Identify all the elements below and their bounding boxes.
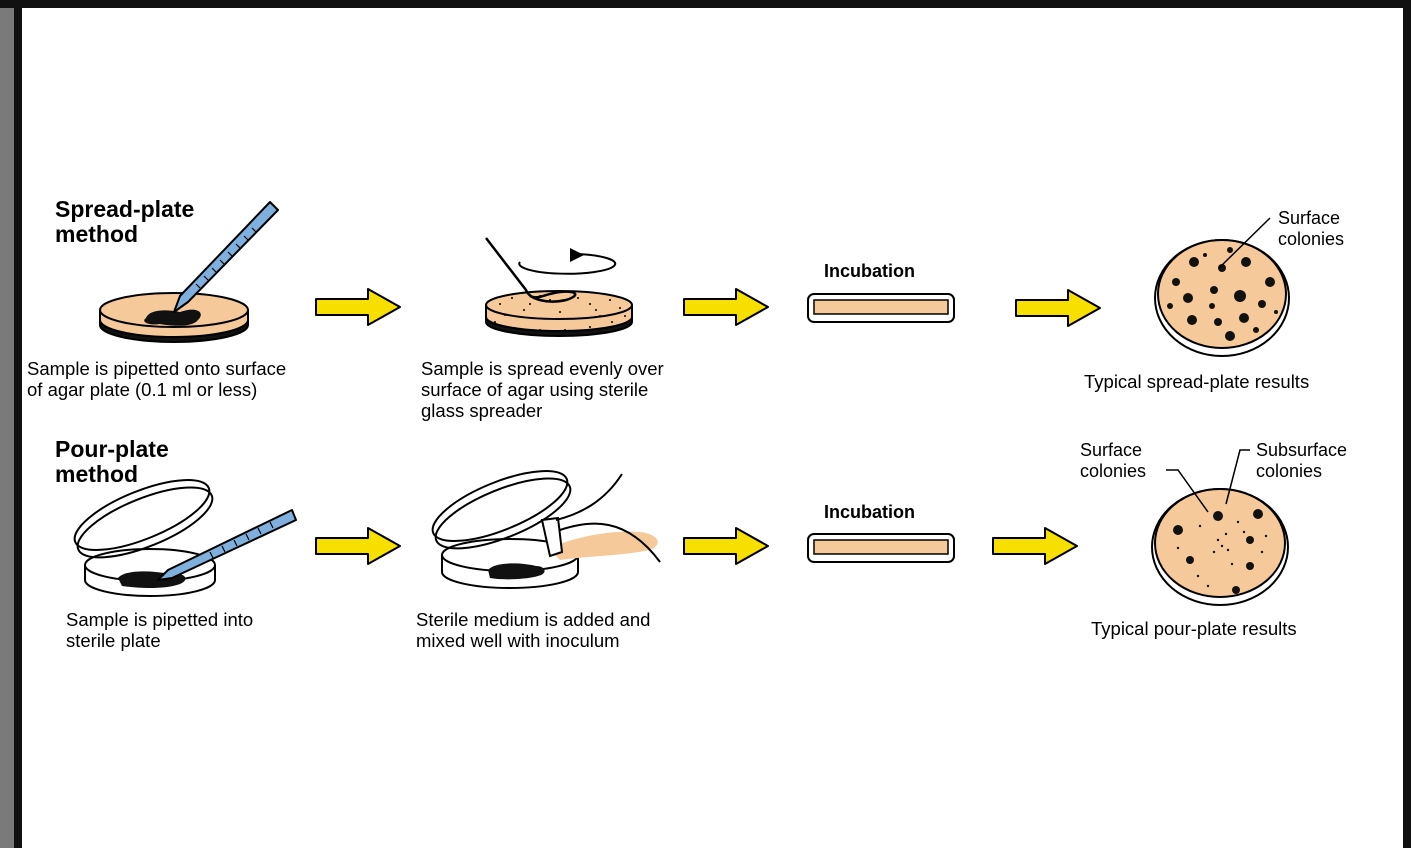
spread-method-title-line1: Spread-plate bbox=[55, 196, 195, 222]
pour-step1-caption-line2: sterile plate bbox=[66, 630, 161, 651]
pipette-icon bbox=[173, 201, 279, 313]
spread-step2-caption-line2: surface of agar using sterile bbox=[421, 379, 649, 400]
pipette-icon bbox=[157, 509, 297, 581]
spread-step2-caption-line1: Sample is spread evenly over bbox=[421, 358, 664, 379]
spread-surface-colonies-label-line2: colonies bbox=[1278, 229, 1345, 249]
arrow-right-icon bbox=[1015, 289, 1101, 327]
arrow-right-icon bbox=[315, 527, 401, 565]
arrow-right-icon bbox=[992, 527, 1078, 565]
spread-method-title-line2: method bbox=[55, 221, 139, 247]
spread-step1-plate bbox=[99, 292, 249, 343]
rotation-arrow-icon bbox=[518, 248, 617, 275]
spread-step2-caption-line3: glass spreader bbox=[421, 400, 543, 421]
incubation-plate-pour bbox=[807, 533, 955, 563]
arrow-right-icon bbox=[683, 288, 769, 326]
spread-surface-colonies-label-line1: Surface bbox=[1278, 208, 1341, 228]
spreader-icon bbox=[485, 237, 577, 303]
spread-step1-caption-line2: of agar plate (0.1 ml or less) bbox=[27, 379, 258, 400]
spread-incubation-label: Incubation bbox=[824, 261, 915, 281]
petri-dish-icon bbox=[1154, 217, 1290, 357]
arrow-right-icon bbox=[315, 288, 401, 326]
pour-step2-plate bbox=[431, 470, 661, 589]
pour-incubation-label: Incubation bbox=[824, 502, 915, 522]
pour-method-title-line2: method bbox=[55, 461, 139, 487]
pour-subsurface-colonies-label-line2: colonies bbox=[1256, 461, 1323, 481]
pour-result-caption: Typical pour-plate results bbox=[1091, 618, 1297, 639]
pour-step2-caption-line2: mixed well with inoculum bbox=[416, 630, 620, 651]
pour-subsurface-colonies-label-line1: Subsurface bbox=[1256, 440, 1348, 460]
pour-step1-caption-line1: Sample is pipetted into bbox=[66, 609, 254, 630]
incubation-plate-spread bbox=[807, 293, 955, 323]
spread-step1-caption-line1: Sample is pipetted onto surface bbox=[27, 358, 287, 379]
pour-method-title-line1: Pour-plate bbox=[55, 436, 169, 462]
frame-top-border bbox=[0, 0, 1411, 8]
spread-result-caption: Typical spread-plate results bbox=[1084, 371, 1310, 392]
petri-dish-icon bbox=[1151, 449, 1289, 606]
pour-step2-caption-line1: Sterile medium is added and bbox=[416, 609, 651, 630]
pour-surface-colonies-label-line2: colonies bbox=[1080, 461, 1147, 481]
frame-right-border bbox=[1403, 0, 1411, 848]
spread-step2-plate bbox=[485, 290, 633, 337]
pour-surface-colonies-label-line1: Surface bbox=[1080, 440, 1143, 460]
arrow-right-icon bbox=[683, 527, 769, 565]
frame-left-inner-border bbox=[14, 0, 22, 848]
